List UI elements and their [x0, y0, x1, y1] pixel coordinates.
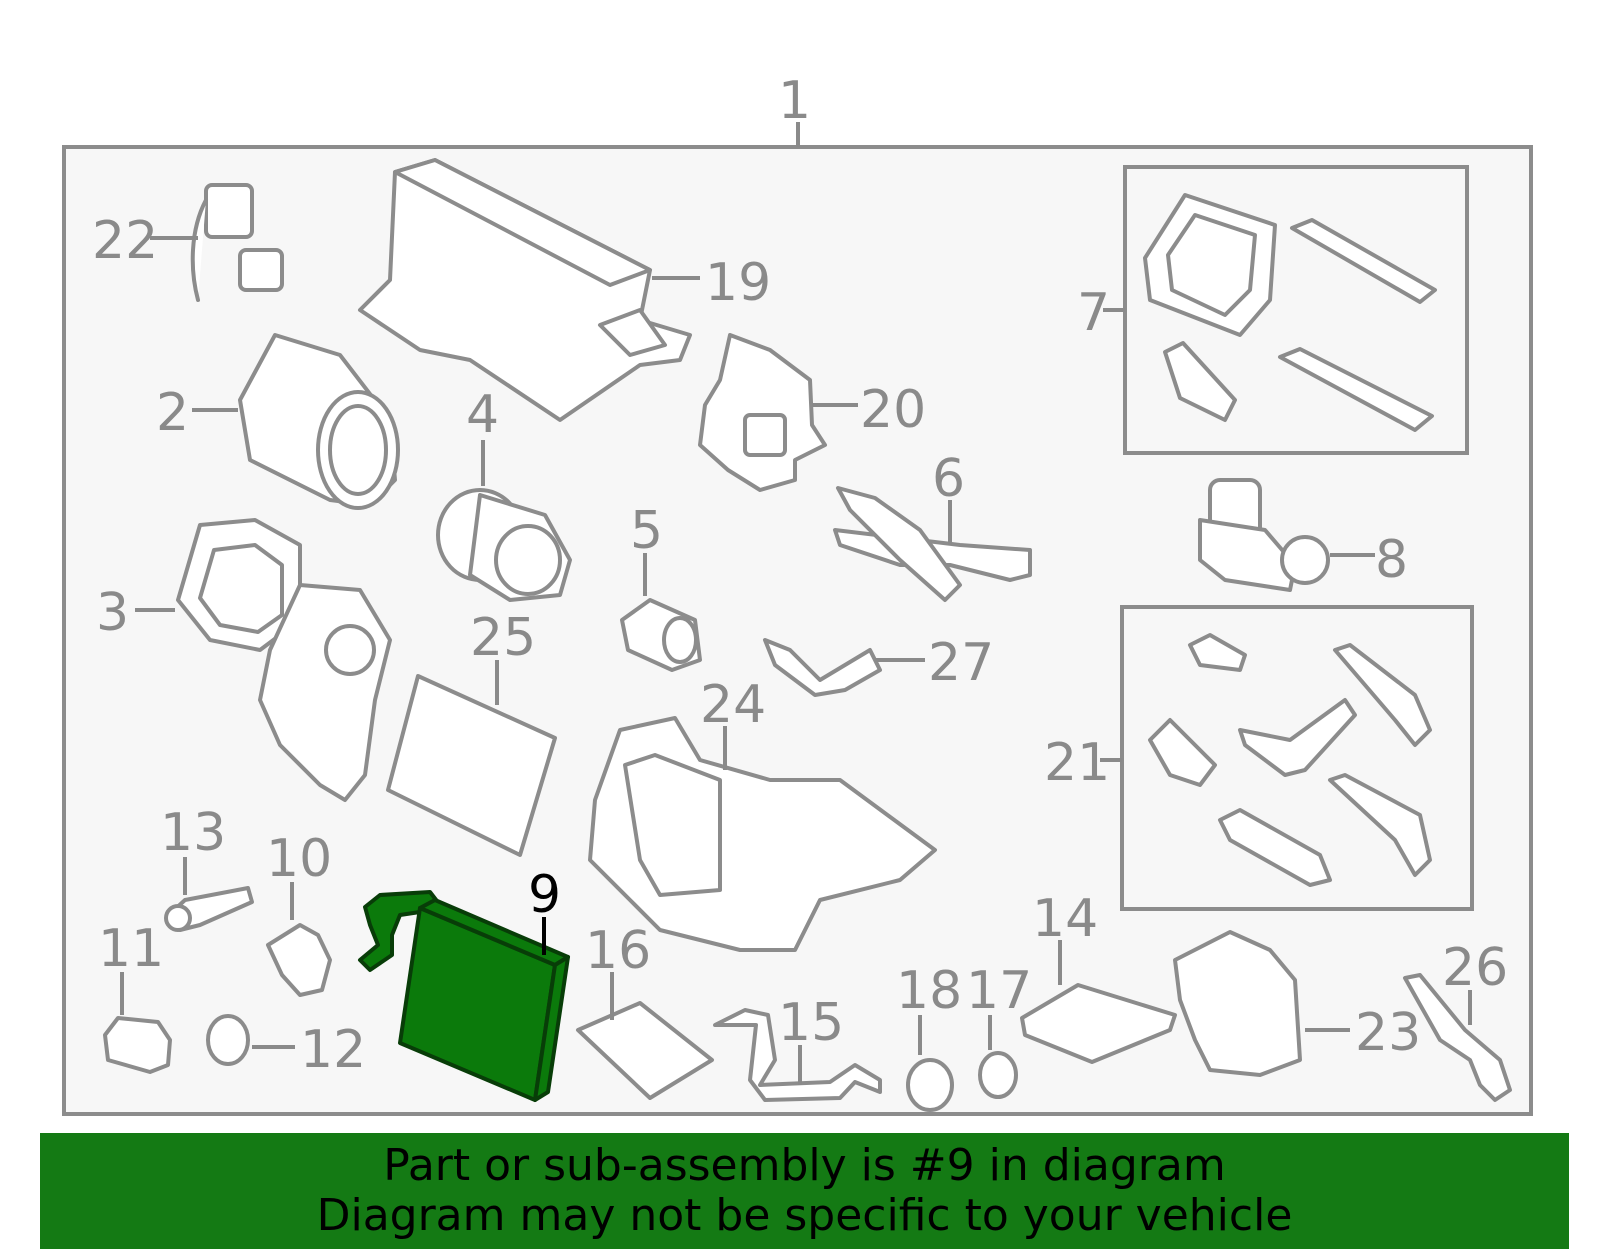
callout-6[interactable]: 6: [932, 449, 965, 509]
callout-8[interactable]: 8: [1375, 530, 1408, 590]
callout-20[interactable]: 20: [860, 380, 926, 440]
callout-2[interactable]: 2: [156, 383, 189, 443]
callout-5[interactable]: 5: [630, 501, 663, 561]
callout-18[interactable]: 18: [896, 961, 962, 1021]
callout-7[interactable]: 7: [1077, 283, 1110, 343]
callout-27[interactable]: 27: [928, 633, 994, 693]
callout-26[interactable]: 26: [1442, 938, 1508, 998]
callout-25[interactable]: 25: [470, 608, 536, 668]
part-6-linkage-rod[interactable]: [833, 486, 1032, 602]
part-25-air-filter[interactable]: [386, 674, 557, 857]
callout-1[interactable]: 1: [778, 71, 811, 131]
part-26-hose-bracket[interactable]: [1403, 973, 1512, 1102]
part-13-bolt[interactable]: [164, 886, 254, 932]
part-4-blower-motor[interactable]: [436, 488, 572, 602]
callout-17[interactable]: 17: [966, 961, 1032, 1021]
callout-13[interactable]: 13: [160, 803, 226, 863]
callout-24[interactable]: 24: [700, 675, 766, 735]
callout-11[interactable]: 11: [98, 919, 164, 979]
part-18-o-ring[interactable]: [906, 1058, 954, 1112]
part-2-blower-housing[interactable]: [238, 333, 400, 510]
part-12-o-ring[interactable]: [206, 1014, 250, 1066]
callout-10[interactable]: 10: [266, 829, 332, 889]
part-8-actuator-motor[interactable]: [1198, 478, 1330, 592]
callout-4[interactable]: 4: [466, 385, 499, 445]
callout-9[interactable]: 9: [528, 865, 561, 925]
part-23-duct[interactable]: [1173, 930, 1302, 1077]
part-10-bracket[interactable]: [266, 923, 332, 997]
banner-line-2: Diagram may not be specific to your vehi…: [316, 1190, 1293, 1241]
part-16-drain-tray[interactable]: [576, 1001, 714, 1100]
part-5-sensor[interactable]: [620, 598, 702, 672]
part-3-lower-housing[interactable]: [176, 518, 392, 802]
callout-22[interactable]: 22: [92, 211, 158, 271]
part-21-linkages[interactable]: [1148, 633, 1432, 887]
callout-15[interactable]: 15: [778, 993, 844, 1053]
callout-23[interactable]: 23: [1355, 1003, 1421, 1063]
part-22-actuators[interactable]: [190, 183, 284, 302]
callout-14[interactable]: 14: [1032, 889, 1098, 949]
callout-19[interactable]: 19: [705, 253, 771, 313]
part-24-evaporator-case[interactable]: [588, 716, 937, 952]
callout-16[interactable]: 16: [585, 921, 651, 981]
part-9-evaporator-core[interactable]: [358, 890, 570, 1102]
info-banner: Part or sub-assembly is #9 in diagram Di…: [40, 1133, 1569, 1249]
callout-21[interactable]: 21: [1044, 733, 1110, 793]
part-11-expansion-valve[interactable]: [103, 1016, 172, 1074]
part-20-actuator[interactable]: [698, 333, 827, 492]
part-15-tube[interactable]: [713, 1008, 882, 1102]
banner-line-1: Part or sub-assembly is #9 in diagram: [383, 1140, 1226, 1191]
callout-12[interactable]: 12: [300, 1020, 366, 1080]
part-7-seals[interactable]: [1143, 193, 1437, 432]
callout-3[interactable]: 3: [96, 583, 129, 643]
part-14-cabin-filter[interactable]: [1020, 983, 1177, 1064]
part-17-o-ring[interactable]: [978, 1051, 1018, 1099]
part-19-upper-housing[interactable]: [358, 158, 692, 422]
